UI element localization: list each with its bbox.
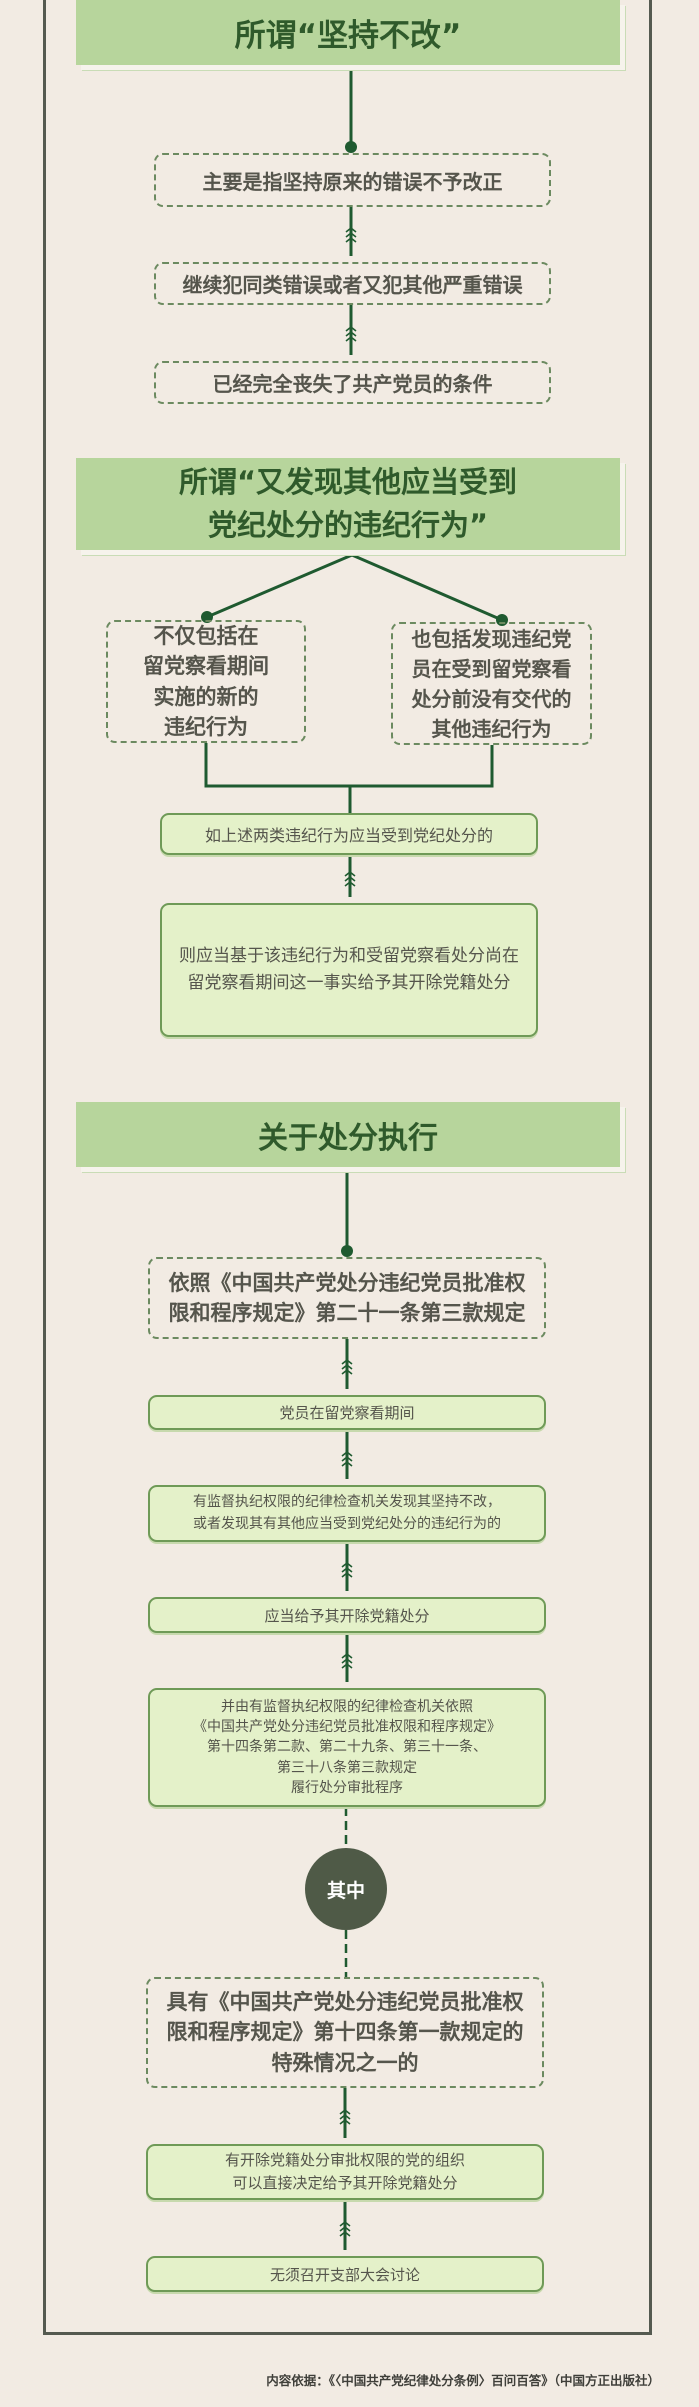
arrow-feather-icon bbox=[341, 1450, 353, 1467]
node-among-them: 其中 bbox=[305, 1848, 387, 1930]
arrow-feather-icon bbox=[339, 2220, 351, 2237]
merge-box: 如上述两类违纪行为应当受到党纪处分的 bbox=[160, 813, 538, 855]
right-branch-box: 也包括发现违纪党 员在受到留党察看 处分前没有交代的 其他违纪行为 bbox=[391, 622, 592, 745]
arrow-feather-icon bbox=[341, 1561, 353, 1578]
flow-box: 继续犯同类错误或者又犯其他严重错误 bbox=[154, 262, 551, 305]
arrow-feather-icon bbox=[339, 2108, 351, 2125]
source-footer: 内容依据：《〈中国共产党纪律处分条例〉百问百答》（中国方正出版社） bbox=[266, 2373, 660, 2388]
section-title-execution: 关于处分执行 bbox=[76, 1102, 620, 1167]
content-frame bbox=[43, 0, 652, 2335]
arrow-feather-icon bbox=[345, 325, 357, 342]
left-branch-box: 不仅包括在 留党察看期间 实施的新的 违纪行为 bbox=[106, 620, 306, 743]
flow-box: 党员在留党察看期间 bbox=[148, 1395, 546, 1430]
flow-box: 有开除党籍处分审批权限的党的组织 可以直接决定给予其开除党籍处分 bbox=[146, 2144, 544, 2200]
special-case-box: 具有《中国共产党处分违纪党员批准权 限和程序规定》第十四条第一款规定的 特殊情况… bbox=[146, 1977, 544, 2088]
flow-box: 已经完全丧失了共产党员的条件 bbox=[154, 361, 551, 404]
branch-line bbox=[206, 553, 503, 622]
result-box: 则应当基于该违纪行为和受留党察看处分尚在 留党察看期间这一事实给予其开除党籍处分 bbox=[160, 903, 538, 1037]
flow-box: 并由有监督执纪权限的纪律检查机关依照 《中国共产党处分违纪党员批准权限和程序规定… bbox=[148, 1688, 546, 1807]
flow-box: 应当给予其开除党籍处分 bbox=[148, 1597, 546, 1633]
section-title-persist: 所谓“坚持不改” bbox=[76, 0, 620, 65]
flow-box: 主要是指坚持原来的错误不予改正 bbox=[154, 153, 551, 207]
node-dot-icon bbox=[341, 1245, 353, 1257]
arrow-feather-icon bbox=[341, 1358, 353, 1375]
section-title-other-violations: 所谓“又发现其他应当受到 党纪处分的违纪行为” bbox=[76, 458, 620, 550]
merge-line bbox=[204, 743, 494, 788]
flow-box: 有监督执纪权限的纪律检查机关发现其坚持不改， 或者发现其有其他应当受到党纪处分的… bbox=[148, 1485, 546, 1542]
basis-box: 依照《中国共产党处分违纪党员批准权 限和程序规定》第二十一条第三款规定 bbox=[148, 1257, 546, 1339]
node-dot-icon bbox=[345, 141, 357, 153]
flow-box: 无须召开支部大会讨论 bbox=[146, 2256, 544, 2292]
arrow-feather-icon bbox=[341, 1652, 353, 1669]
arrow-feather-icon bbox=[344, 870, 356, 887]
arrow-feather-icon bbox=[345, 226, 357, 243]
